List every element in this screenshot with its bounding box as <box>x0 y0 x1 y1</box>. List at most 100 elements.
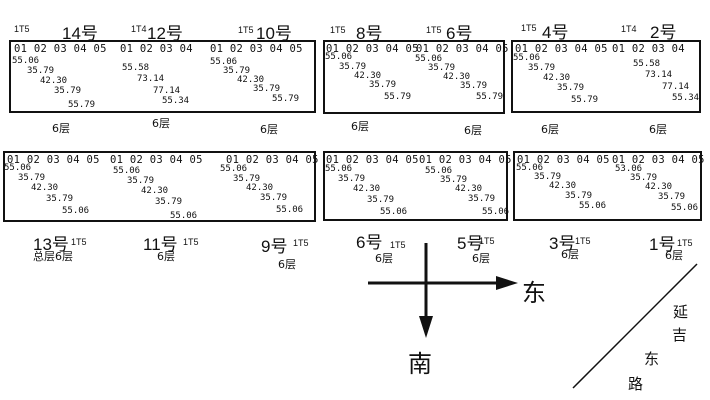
building-6-tag: 1T5 <box>426 25 442 35</box>
area-value: 35.79 <box>18 173 46 183</box>
building-1-floors: 6层 <box>665 249 683 262</box>
block-14-12-10 <box>9 40 316 113</box>
area-value: 42.30 <box>246 183 274 193</box>
building-6s-tag: 1T5 <box>390 240 406 250</box>
building-5-tag: 1T5 <box>479 236 495 246</box>
east-label: 东 <box>522 279 546 307</box>
building-6s-number: 6号 <box>356 233 383 252</box>
building-13-floors: 总层6层 <box>33 250 73 263</box>
building-6-units: 01 02 03 04 05 <box>416 43 509 55</box>
building-9-number: 9号 <box>261 237 288 256</box>
area-value: 55.06 <box>516 163 544 173</box>
building-14-floors: 6层 <box>52 122 70 135</box>
area-value: 53.06 <box>615 164 643 174</box>
area-value: 35.79 <box>260 193 288 203</box>
area-value: 35.79 <box>367 195 395 205</box>
building-9-tag: 1T5 <box>293 238 309 248</box>
area-value: 55.34 <box>162 96 190 106</box>
building-10-floors: 6层 <box>260 123 278 136</box>
building-2-units: 01 02 03 04 <box>612 43 685 55</box>
area-value: 55.06 <box>482 207 510 217</box>
area-value: 35.79 <box>233 174 261 184</box>
block-6-5 <box>323 151 508 221</box>
road-char: 东 <box>644 350 660 368</box>
road-char: 路 <box>628 375 644 393</box>
area-value: 55.06 <box>415 54 443 64</box>
area-value: 42.30 <box>443 72 471 82</box>
area-value: 42.30 <box>455 184 483 194</box>
building-14-number: 14号 <box>62 24 98 43</box>
building-14-tag: 1T5 <box>14 24 30 34</box>
area-value: 55.06 <box>425 166 453 176</box>
area-value: 77.14 <box>153 86 181 96</box>
building-3-floors: 6层 <box>561 248 579 261</box>
area-value: 55.58 <box>633 59 661 69</box>
area-value: 77.14 <box>662 82 690 92</box>
area-value: 35.79 <box>223 66 251 76</box>
area-value: 73.14 <box>645 70 673 80</box>
area-value: 42.30 <box>549 181 577 191</box>
building-10-number: 10号 <box>256 24 292 43</box>
area-value: 35.79 <box>54 86 82 96</box>
building-10-units: 01 02 03 04 05 <box>210 43 303 55</box>
building-5-number: 5号 <box>457 234 484 253</box>
area-value: 55.06 <box>210 57 238 67</box>
building-8-tag: 1T5 <box>330 25 346 35</box>
area-value: 55.06 <box>671 203 699 213</box>
area-value: 35.79 <box>460 81 488 91</box>
building-1-tag: 1T5 <box>677 238 693 248</box>
building-5-units: 01 02 03 04 05 <box>419 154 512 166</box>
building-12-units: 01 02 03 04 <box>120 43 193 55</box>
building-2-tag: 1T4 <box>621 24 637 34</box>
road-char: 延 <box>673 303 689 321</box>
area-value: 42.30 <box>645 182 673 192</box>
area-value: 55.06 <box>380 207 408 217</box>
area-value: 73.14 <box>137 74 165 84</box>
building-2-number: 2号 <box>650 23 677 42</box>
area-value: 42.30 <box>237 75 265 85</box>
area-value: 35.79 <box>534 172 562 182</box>
building-13-tag: 1T5 <box>71 237 87 247</box>
building-14-units: 01 02 03 04 05 <box>14 43 107 55</box>
area-value: 35.79 <box>468 194 496 204</box>
building-13-number: 13号 <box>33 235 69 254</box>
building-3-units: 01 02 03 04 05 <box>517 154 610 166</box>
area-value: 35.79 <box>528 63 556 73</box>
building-9-floors: 6层 <box>278 258 296 271</box>
block-3-1 <box>513 151 702 221</box>
building-8-number: 8号 <box>356 24 383 43</box>
area-value: 55.79 <box>571 95 599 105</box>
area-value: 42.30 <box>40 76 68 86</box>
area-value: 55.79 <box>272 94 300 104</box>
area-value: 55.06 <box>325 52 353 62</box>
building-4-number: 4号 <box>542 23 569 42</box>
area-value: 35.79 <box>630 173 658 183</box>
area-value: 42.30 <box>543 73 571 83</box>
area-value: 55.06 <box>513 53 541 63</box>
area-value: 55.06 <box>220 164 248 174</box>
building-1-units: 01 02 03 04 05 <box>612 154 705 166</box>
area-value: 35.79 <box>338 174 366 184</box>
area-value: 42.30 <box>141 186 169 196</box>
building-11-tag: 1T5 <box>183 237 199 247</box>
area-value: 55.06 <box>4 163 32 173</box>
road-char: 吉 <box>672 326 688 344</box>
building-6-floors: 6层 <box>464 124 482 137</box>
area-value: 55.34 <box>672 93 700 103</box>
building-9-units: 01 02 03 04 05 <box>226 154 319 166</box>
area-value: 55.06 <box>170 211 198 221</box>
building-4-tag: 1T5 <box>521 23 537 33</box>
building-12-tag: 1T4 <box>131 24 147 34</box>
area-value: 55.79 <box>68 100 96 110</box>
south-arrow <box>419 243 433 338</box>
block-4-2 <box>511 40 701 113</box>
area-value: 55.06 <box>579 201 607 211</box>
building-11-floors: 6层 <box>157 250 175 263</box>
area-value: 55.79 <box>384 92 412 102</box>
south-label: 南 <box>408 350 432 378</box>
area-value: 35.79 <box>658 192 686 202</box>
building-6s-units: 01 02 03 04 05 <box>326 154 419 166</box>
road-line <box>572 263 698 389</box>
building-10-tag: 1T5 <box>238 25 254 35</box>
